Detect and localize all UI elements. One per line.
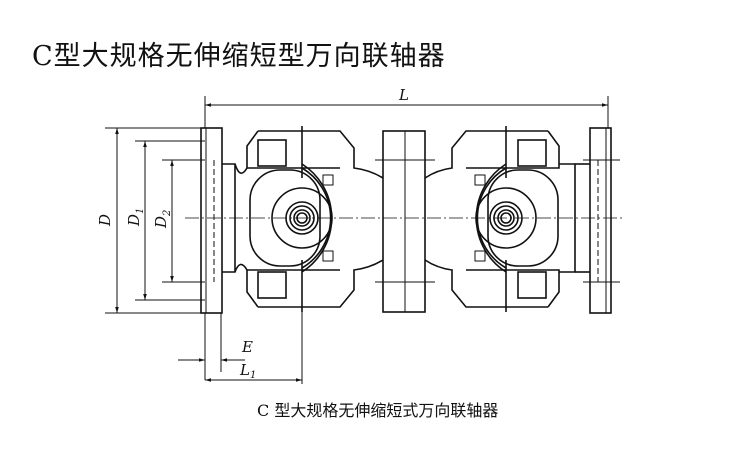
dimension-D1: D1	[125, 140, 205, 301]
dimension-L: L	[204, 86, 609, 128]
dimension-E: E	[178, 313, 253, 380]
center-flange	[375, 130, 435, 313]
label-L1: L	[239, 361, 250, 379]
right-universal-joint	[424, 126, 560, 312]
svg-text:L1: L1	[239, 361, 256, 381]
label-L1-sub: 1	[250, 370, 256, 381]
dimension-L1: L1	[205, 300, 303, 384]
label-D2: D	[152, 216, 170, 229]
label-L: L	[398, 86, 409, 104]
dimension-D: D	[96, 127, 210, 314]
label-D1: D	[125, 214, 143, 227]
page-title: C型大规格无伸缩短型万向联轴器	[32, 41, 446, 72]
svg-text:D2: D2	[152, 210, 173, 229]
svg-text:D1: D1	[125, 208, 146, 227]
label-D: D	[96, 214, 114, 227]
left-universal-joint	[246, 126, 384, 312]
figure-caption: C 型大规格无伸缩短式万向联轴器	[257, 401, 499, 420]
dimension-D2: D2	[152, 159, 205, 283]
left-flange	[200, 127, 248, 314]
label-D1-sub: 1	[135, 208, 146, 214]
right-flange	[559, 127, 620, 314]
label-E: E	[241, 338, 253, 356]
label-D2-sub: 2	[162, 210, 173, 217]
